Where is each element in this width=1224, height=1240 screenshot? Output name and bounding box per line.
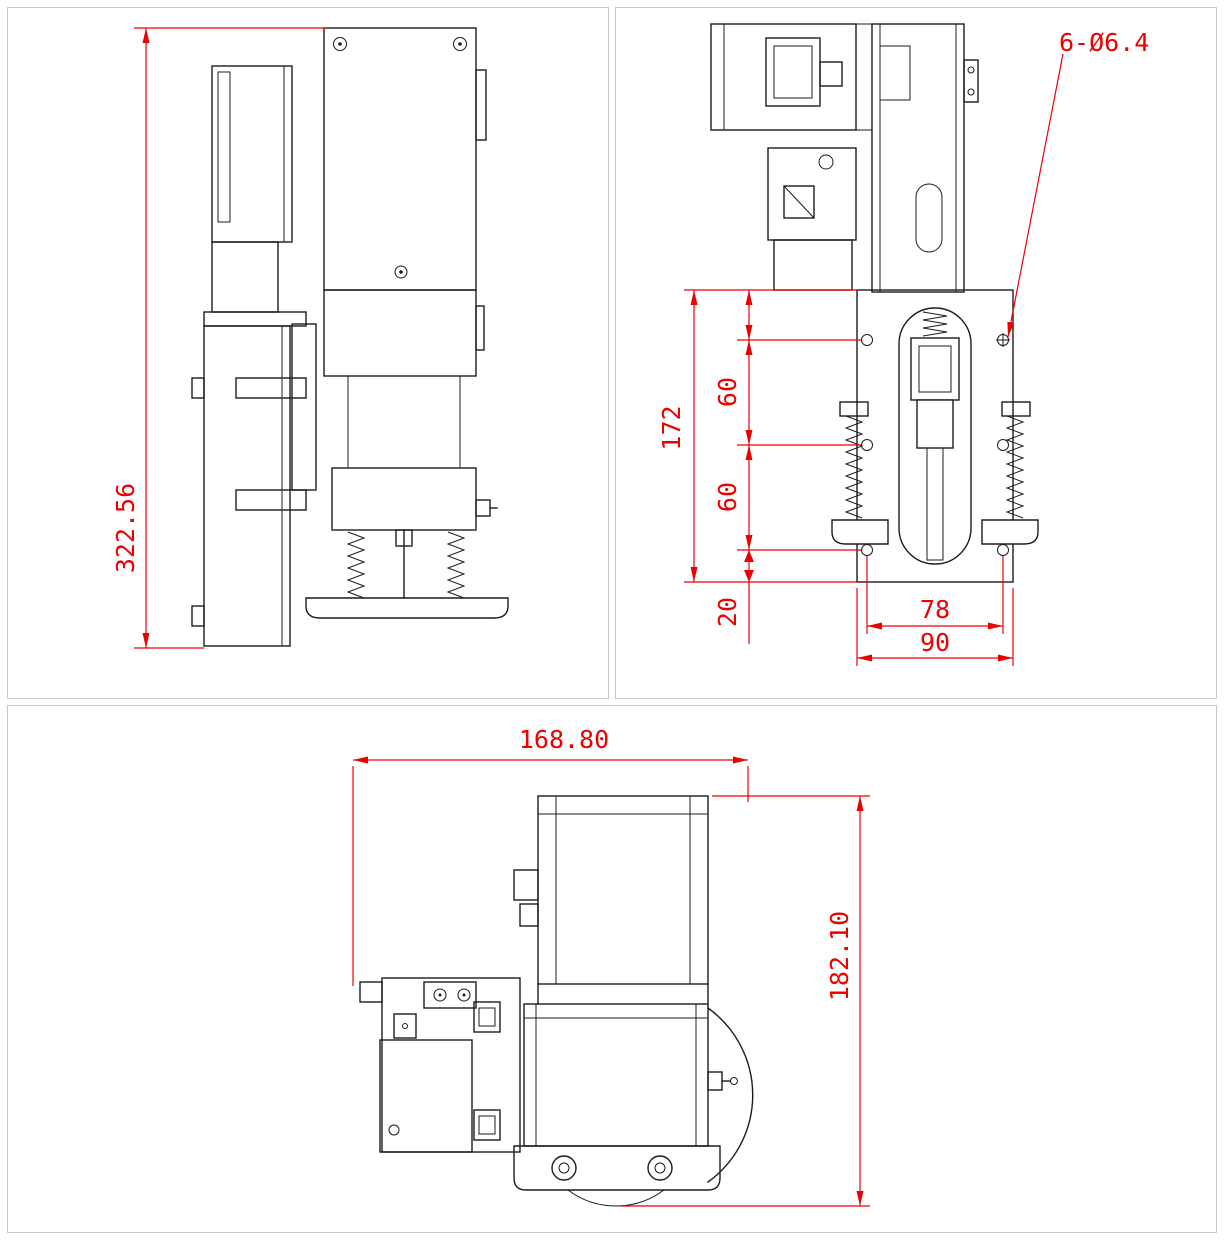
dim-overall-depth: 182.10 [825,911,854,1001]
top-view-dimensions: 168.80 182.10 [352,725,870,1207]
dim-overall-width: 168.80 [519,725,609,754]
front-view-geometry [710,23,1039,583]
front-view-panel: 6-Ø6.4 172 60 60 20 [615,7,1217,699]
dim-holes-callout: 6-Ø6.4 [1059,28,1149,57]
dim-pitch-top: 60 [713,377,742,407]
top-view-panel: 168.80 182.10 [7,705,1217,1233]
dim-plate-width: 90 [920,628,950,657]
dim-plate-height: 172 [657,405,686,450]
top-view-geometry [359,795,754,1207]
front-view-drawing: 6-Ø6.4 172 60 60 20 [657,23,1149,666]
side-view-panel: 322.56 [7,7,609,699]
side-view-geometry [191,27,509,647]
dim-pitch-bottom: 60 [713,482,742,512]
top-view-drawing: 168.80 182.10 [352,725,870,1207]
dim-base-offset: 20 [713,597,742,627]
side-view-drawing: 322.56 [111,27,509,649]
dim-overall-height: 322.56 [111,483,140,573]
front-view-dimensions: 6-Ø6.4 172 60 60 20 [657,28,1149,666]
side-view-dimensions: 322.56 [111,27,326,649]
dim-hole-span: 78 [920,595,950,624]
